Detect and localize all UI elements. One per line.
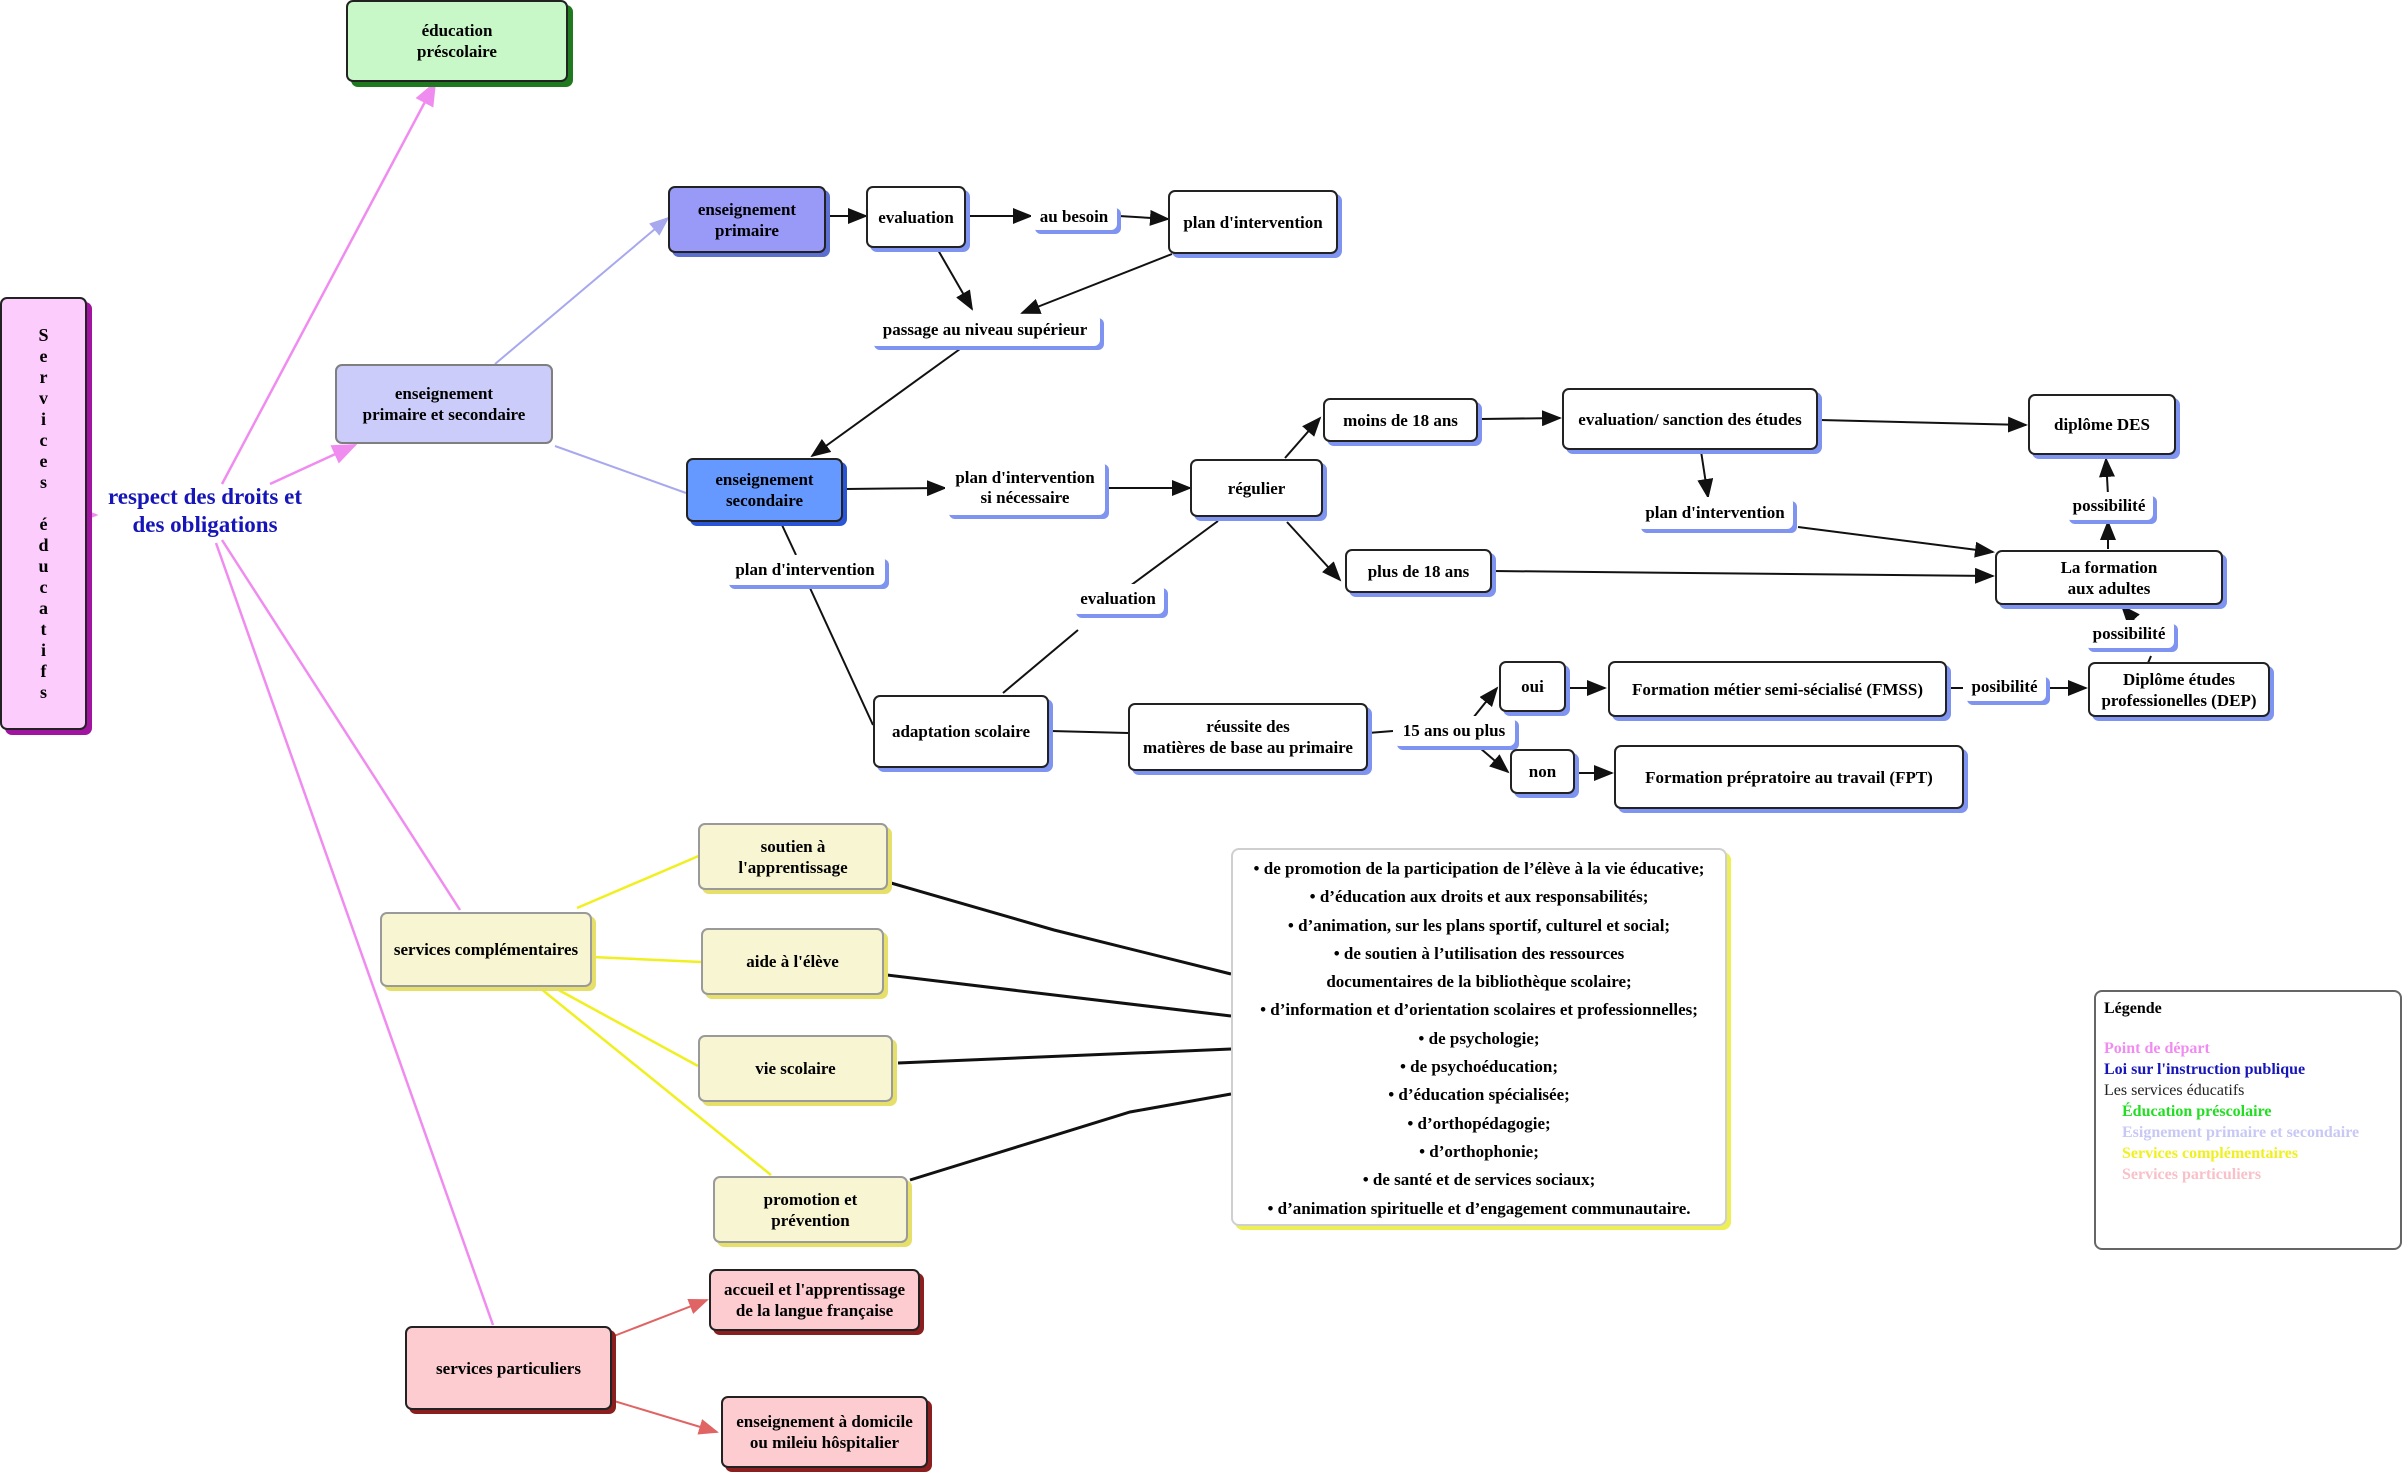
node-services-particuliers[interactable]: services particuliers	[405, 1326, 612, 1410]
root-title-letter: i	[40, 639, 46, 660]
legend-item: Services complémentaires	[2122, 1145, 2299, 1162]
node-enseignement-primaire[interactable]: enseignement primaire	[668, 186, 826, 253]
root-title-letter	[41, 494, 46, 513]
legend-item: Services particuliers	[2122, 1166, 2262, 1183]
services-list-item: documentaires de la bibliothèque scolair…	[1326, 972, 1632, 992]
node-diplome-des[interactable]: diplôme DES	[2028, 394, 2176, 455]
node-adaptation-scolaire[interactable]: adaptation scolaire	[873, 695, 1049, 768]
node-fmss[interactable]: Formation métier semi-sécialisé (FMSS)	[1608, 661, 1947, 717]
legend-item: Point de départ	[2104, 1040, 2210, 1057]
services-list-item: • d’information et d’orientation scolair…	[1260, 1000, 1698, 1020]
node-enseignement-domicile[interactable]: enseignement à domicile ou mileiu hôspit…	[721, 1396, 928, 1468]
services-list-item: • d’éducation spécialisée;	[1388, 1085, 1570, 1105]
law-label: respect des droits et des obligations	[108, 484, 302, 537]
label-plan-intervention-si-necessaire: plan d'intervention si nécessaire	[945, 460, 1105, 515]
node-oui[interactable]: oui	[1499, 661, 1566, 712]
services-list-item: • d’orthopédagogie;	[1407, 1113, 1551, 1133]
label-evaluation-adaptation: evaluation	[1072, 584, 1164, 614]
label-posibilite-fmss: posibilité	[1963, 673, 2046, 701]
label-passage-niveau-superieur: passage au niveau supérieur	[870, 314, 1100, 346]
services-list-item: • de psychologie;	[1418, 1028, 1540, 1048]
node-diplome-dep[interactable]: Diplôme études professionelles (DEP)	[2088, 662, 2270, 717]
services-list-item: • de promotion de la participation de l’…	[1253, 859, 1705, 878]
legend-item: Les services éducatifs	[2104, 1082, 2245, 1099]
root-title-letter: e	[39, 450, 48, 471]
root-title-letter: i	[40, 408, 46, 429]
node-services-complementaires[interactable]: services complémentaires	[380, 912, 592, 987]
services-complementaires-list: • de promotion de la participation de l’…	[1231, 848, 1727, 1226]
node-reussite-matieres[interactable]: réussite des matières de base au primair…	[1128, 703, 1368, 771]
node-plus-18-ans[interactable]: plus de 18 ans	[1345, 549, 1492, 593]
legend-item: Loi sur l'instruction publique	[2104, 1061, 2306, 1078]
services-list-item: • d’animation, sur les plans sportif, cu…	[1287, 915, 1671, 935]
root-title-letter: u	[38, 555, 49, 576]
root-title-letter: e	[39, 345, 48, 366]
root-title-letter: v	[38, 387, 48, 408]
node-education-prescolaire[interactable]: éducation préscolaire	[346, 0, 568, 82]
root-title-letter: c	[39, 576, 48, 597]
services-list-item: • d’orthophonie;	[1419, 1141, 1539, 1161]
services-list-item: • de santé et de services sociaux;	[1362, 1170, 1596, 1190]
root-title-letter: d	[38, 534, 49, 555]
node-aide-eleve[interactable]: aide à l'élève	[701, 928, 884, 995]
legend-item: Esignement primaire et secondaire	[2122, 1124, 2360, 1141]
label-plan-intervention-secondaire: plan d'intervention	[725, 555, 885, 585]
root-title-letter: s	[39, 681, 47, 702]
root-title-letter: r	[39, 366, 48, 387]
root-title-letter: c	[39, 429, 48, 450]
node-formation-adultes[interactable]: La formation aux adultes	[1995, 550, 2223, 605]
root-title-letter: s	[39, 471, 47, 492]
root-title-letter: S	[38, 324, 49, 345]
label-au-besoin: au besoin	[1031, 204, 1117, 230]
services-list-item: • d’éducation aux droits et aux responsa…	[1309, 887, 1649, 907]
node-enseignement-primaire-secondaire[interactable]: enseignement primaire et secondaire	[335, 364, 553, 444]
label-plan-intervention-sanction: plan d'intervention	[1637, 497, 1793, 529]
services-list-item: • d’animation spirituelle et d’engagemen…	[1267, 1198, 1691, 1218]
services-list-item: • de soutien à l’utilisation des ressour…	[1333, 943, 1625, 963]
node-non[interactable]: non	[1510, 749, 1575, 794]
root-title-letter: a	[38, 597, 48, 618]
label-possibilite-des: possibilité	[2065, 492, 2153, 520]
root-title-letter: f	[40, 660, 47, 681]
services-list-item: • de psychoéducation;	[1399, 1057, 1559, 1077]
legend-title: Légende	[2104, 1000, 2162, 1017]
label-15-ans-ou-plus: 15 ans ou plus	[1393, 716, 1515, 746]
node-regulier[interactable]: régulier	[1190, 459, 1323, 517]
node-evaluation-sanction[interactable]: evaluation/ sanction des études	[1562, 388, 1818, 450]
root-title-letter: é	[39, 513, 48, 534]
node-plan-intervention[interactable]: plan d'intervention	[1168, 190, 1338, 254]
node-enseignement-secondaire[interactable]: enseignement secondaire	[686, 458, 843, 522]
node-moins-18-ans[interactable]: moins de 18 ans	[1323, 398, 1478, 442]
node-soutien-apprentissage[interactable]: soutien à l'apprentissage	[698, 823, 888, 890]
label-possibilite-dep: possibilité	[2084, 620, 2174, 648]
legend-item: Éducation préscolaire	[2122, 1103, 2272, 1120]
node-accueil-langue-francaise[interactable]: accueil et l'apprentissage de la langue …	[709, 1269, 920, 1331]
node-evaluation[interactable]: evaluation	[866, 186, 966, 248]
node-vie-scolaire[interactable]: vie scolaire	[698, 1035, 893, 1102]
node-promotion-prevention[interactable]: promotion et prévention	[713, 1176, 908, 1243]
node-fpt[interactable]: Formation prépratoire au travail (FPT)	[1614, 745, 1964, 809]
root-title-letter: t	[40, 618, 47, 639]
